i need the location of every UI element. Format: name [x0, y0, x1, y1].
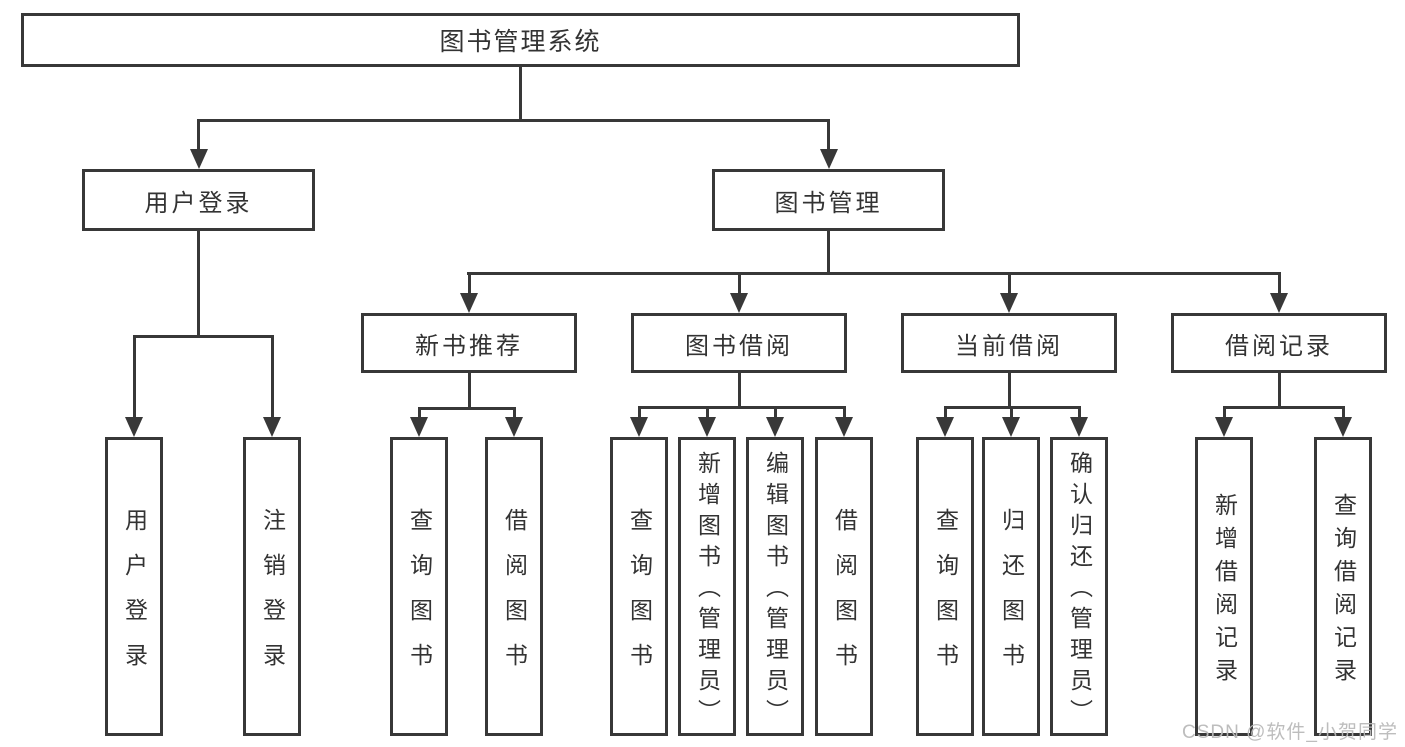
node-library-system: 图书管理系统 — [21, 13, 1020, 67]
leaf-user-login-label: 用户登录 — [121, 507, 148, 688]
node-library-system-label: 图书管理系统 — [439, 28, 602, 56]
connector-branch-borrowing-records — [1223, 406, 1345, 409]
arrow-down-icon — [125, 417, 143, 437]
arrow-down-icon — [730, 293, 748, 313]
arrow-down-icon — [835, 417, 853, 437]
node-book-borrowing-label: 图书借阅 — [685, 332, 793, 360]
leaf-query-books-recommend: 查询图书 — [390, 437, 448, 736]
node-book-borrowing: 图书借阅 — [631, 313, 847, 373]
arrow-down-icon — [263, 417, 281, 437]
leaf-return-books-label: 归还图书 — [998, 507, 1025, 688]
node-book-management: 图书管理 — [712, 169, 945, 231]
node-user-login: 用户登录 — [82, 169, 315, 231]
connector-arrow-stem — [513, 407, 516, 420]
arrow-down-icon — [505, 417, 523, 437]
connector-arrow-stem — [197, 119, 200, 151]
leaf-query-borrow-record: 查询借阅记录 — [1314, 437, 1372, 736]
arrow-down-icon — [1002, 417, 1020, 437]
leaf-add-borrow-record-label: 新增借阅记录 — [1211, 492, 1238, 691]
leaf-query-books-current-label: 查询图书 — [932, 507, 959, 688]
connector-borrowing-records-stem — [1278, 373, 1281, 409]
leaf-query-books-recommend-label: 查询图书 — [406, 507, 433, 688]
connector-book-borrowing-stem — [738, 373, 741, 409]
leaf-return-books: 归还图书 — [982, 437, 1040, 736]
arrow-down-icon — [410, 417, 428, 437]
leaf-borrow-books-borrowing-label: 借阅图书 — [831, 507, 858, 688]
node-current-borrowing-label: 当前借阅 — [955, 332, 1063, 360]
leaf-add-books-admin: 新增图书（管理员） — [678, 437, 736, 736]
arrow-down-icon — [1000, 293, 1018, 313]
connector-user-login-stem — [197, 231, 200, 338]
connector-current-borrowing-stem — [1008, 373, 1011, 409]
node-new-book-recommend: 新书推荐 — [361, 313, 577, 373]
connector-arrow-stem — [1223, 406, 1226, 419]
arrow-down-icon — [460, 293, 478, 313]
arrow-down-icon — [766, 417, 784, 437]
connector-new-book-stem — [468, 373, 471, 410]
connector-arrow-stem — [418, 407, 421, 420]
node-borrowing-records-label: 借阅记录 — [1225, 332, 1333, 360]
leaf-edit-books-admin: 编辑图书（管理员） — [746, 437, 804, 736]
connector-arrow-stem — [1342, 406, 1345, 419]
leaf-edit-books-admin-label: 编辑图书（管理员） — [762, 451, 789, 730]
leaf-logout-label: 注销登录 — [259, 507, 286, 688]
node-user-login-label: 用户登录 — [144, 189, 253, 217]
connector-arrow-stem — [774, 406, 777, 419]
connector-arrow-stem — [133, 335, 136, 419]
connector-arrow-stem — [468, 272, 471, 295]
leaf-confirm-return-admin-label: 确认归还（管理员） — [1066, 451, 1093, 730]
leaf-confirm-return-admin: 确认归还（管理员） — [1050, 437, 1108, 736]
leaf-query-books-current: 查询图书 — [916, 437, 974, 736]
arrow-down-icon — [820, 149, 838, 169]
connector-branch-level3 — [467, 272, 1281, 275]
node-book-management-label: 图书管理 — [774, 189, 883, 217]
connector-branch-user-login — [133, 335, 273, 338]
connector-root-stem — [519, 66, 522, 122]
connector-arrow-stem — [738, 272, 741, 295]
connector-arrow-stem — [944, 406, 947, 419]
connector-branch-level2 — [197, 119, 830, 122]
connector-branch-new-book — [418, 407, 515, 410]
arrow-down-icon — [1334, 417, 1352, 437]
leaf-query-borrow-record-label: 查询借阅记录 — [1330, 492, 1357, 691]
connector-arrow-stem — [706, 406, 709, 419]
leaf-borrow-books-borrowing: 借阅图书 — [815, 437, 873, 736]
leaf-borrow-books-recommend-label: 借阅图书 — [501, 507, 528, 688]
leaf-user-login: 用户登录 — [105, 437, 163, 736]
watermark-text: CSDN @软件_小贺同学 — [1182, 722, 1398, 743]
connector-arrow-stem — [827, 119, 830, 151]
node-current-borrowing: 当前借阅 — [901, 313, 1117, 373]
leaf-borrow-books-recommend: 借阅图书 — [485, 437, 543, 736]
leaf-add-books-admin-label: 新增图书（管理员） — [694, 451, 721, 730]
leaf-query-books-borrowing-label: 查询图书 — [626, 507, 653, 688]
connector-branch-book-borrowing — [638, 406, 846, 409]
connector-arrow-stem — [1008, 272, 1011, 295]
arrow-down-icon — [936, 417, 954, 437]
leaf-logout: 注销登录 — [243, 437, 301, 736]
connector-arrow-stem — [638, 406, 641, 419]
arrow-down-icon — [630, 417, 648, 437]
leaf-query-books-borrowing: 查询图书 — [610, 437, 668, 736]
leaf-add-borrow-record: 新增借阅记录 — [1195, 437, 1253, 736]
arrow-down-icon — [1215, 417, 1233, 437]
connector-arrow-stem — [271, 335, 274, 419]
arrow-down-icon — [1270, 293, 1288, 313]
arrow-down-icon — [190, 149, 208, 169]
connector-arrow-stem — [843, 406, 846, 419]
arrow-down-icon — [698, 417, 716, 437]
connector-book-management-stem — [827, 231, 830, 275]
arrow-down-icon — [1070, 417, 1088, 437]
connector-arrow-stem — [1010, 406, 1013, 419]
node-new-book-recommend-label: 新书推荐 — [415, 332, 523, 360]
node-borrowing-records: 借阅记录 — [1171, 313, 1387, 373]
connector-arrow-stem — [1278, 272, 1281, 295]
connector-arrow-stem — [1078, 406, 1081, 419]
